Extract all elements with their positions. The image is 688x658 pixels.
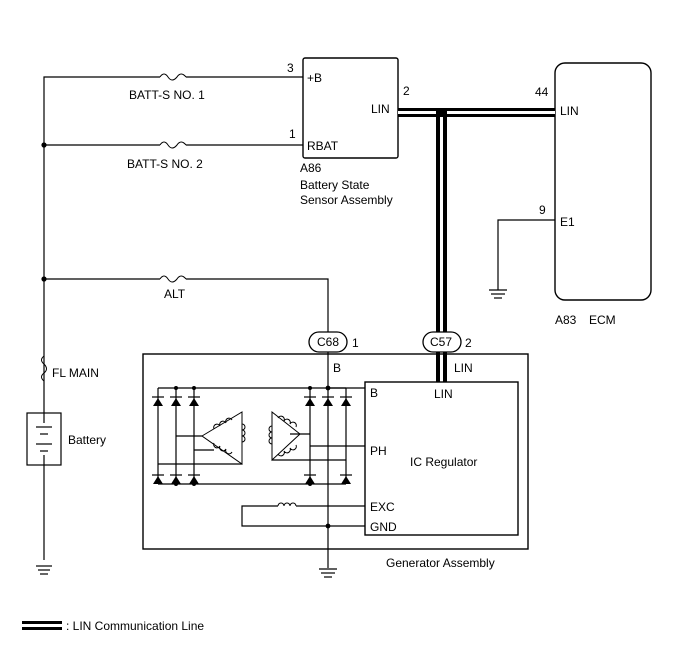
connector-c57 <box>422 331 462 353</box>
stator-winding-right-icon <box>268 410 301 462</box>
sensor-pin-2: 2 <box>403 84 410 98</box>
sensor-name-2: Sensor Assembly <box>300 193 393 207</box>
connector-c57-pin: 2 <box>465 336 472 350</box>
regulator-term-b: B <box>370 386 378 400</box>
fuse-alt-label: ALT <box>164 287 186 301</box>
regulator-term-lin: LIN <box>434 387 453 401</box>
sensor-term-lin: LIN <box>371 102 390 116</box>
generator-ground-icon <box>319 568 337 578</box>
connector-c57-term: LIN <box>454 361 473 375</box>
sensor-code: A86 <box>300 161 322 175</box>
ecm-pin-44: 44 <box>535 85 549 99</box>
ecm-ground-icon <box>489 289 507 299</box>
lin-communication-line <box>398 108 555 382</box>
ecm-term-lin: LIN <box>560 104 579 118</box>
sensor-term-rbat: RBAT <box>307 139 339 153</box>
generator-assembly-label: Generator Assembly <box>386 556 495 570</box>
fuse-batt-s1-label: BATT-S NO. 1 <box>129 88 205 102</box>
left-power-bus <box>41 76 329 560</box>
legend-lin-line-icon <box>22 621 62 630</box>
sensor-pin-1: 1 <box>289 127 296 141</box>
ecm-pin-9: 9 <box>539 203 546 217</box>
connector-c68-label: C68 <box>317 335 339 349</box>
fuse-alt-icon <box>159 275 187 283</box>
regulator-term-exc: EXC <box>370 500 395 514</box>
rectifier-bridge-icon <box>152 386 365 486</box>
connector-c57-label: C57 <box>430 335 452 349</box>
regulator-term-gnd: GND <box>370 520 397 534</box>
ic-regulator-box <box>364 381 519 536</box>
ecm-term-e1: E1 <box>560 215 575 229</box>
battery-label: Battery <box>68 433 106 447</box>
ic-regulator-label: IC Regulator <box>410 455 477 469</box>
legend-label: : LIN Communication Line <box>66 619 204 633</box>
ecm-code: A83 <box>555 313 577 327</box>
regulator-term-ph: PH <box>370 444 387 458</box>
fuse-fl-main-label: FL MAIN <box>52 366 99 380</box>
fuse-batt-s2-icon <box>159 141 187 149</box>
ecm-name: ECM <box>589 313 616 327</box>
field-coil-icon <box>241 502 365 527</box>
ecm-box <box>554 62 652 301</box>
sensor-pin-3: 3 <box>287 61 294 75</box>
sensor-name-1: Battery State <box>300 178 370 192</box>
fuse-batt-s2-label: BATT-S NO. 2 <box>127 157 203 171</box>
battery-icon <box>26 412 62 466</box>
connector-c68-term: B <box>333 361 341 375</box>
fuse-batt-s1-icon <box>159 73 187 81</box>
stator-winding-left-icon <box>201 411 246 465</box>
ground-icon <box>36 565 52 575</box>
connector-c68-pin: 1 <box>352 336 359 350</box>
sensor-term-b: +B <box>307 71 322 85</box>
fuse-fl-main-icon <box>41 355 47 382</box>
generator-assembly-box <box>142 353 529 550</box>
